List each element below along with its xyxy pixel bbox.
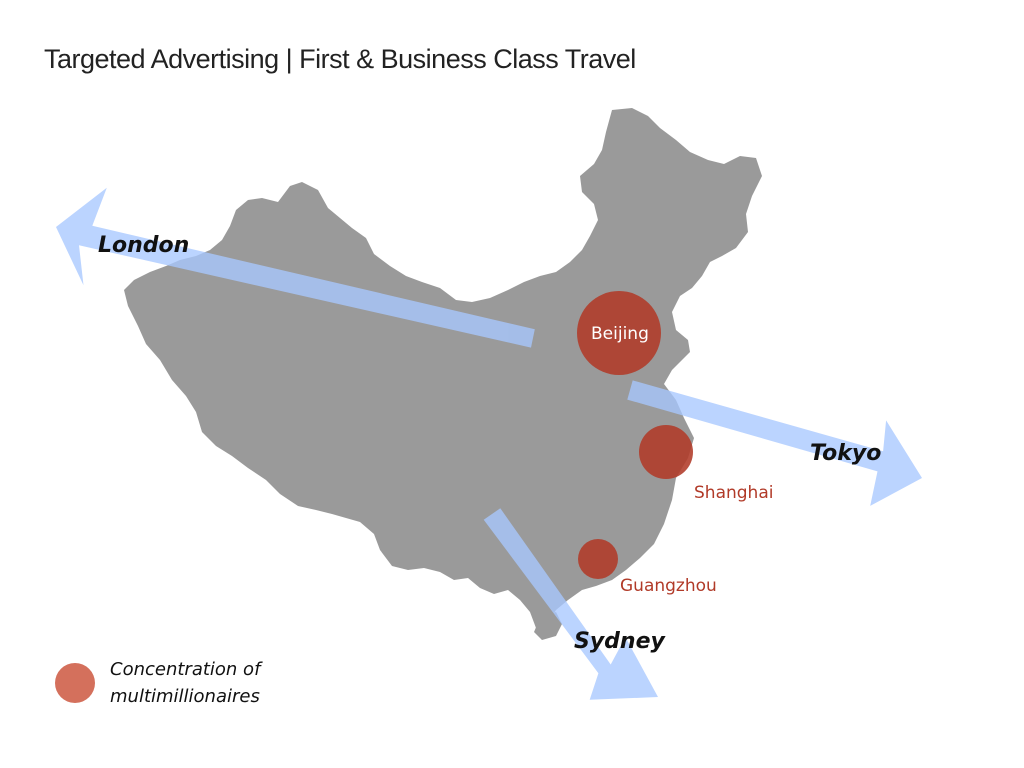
route-arrow-london: [56, 187, 535, 348]
city-label-shanghai: Shanghai: [694, 483, 773, 503]
legend: Concentration of multimillionaires: [55, 656, 260, 710]
slide-title: Targeted Advertising | First & Business …: [44, 44, 636, 74]
route-arrow-tokyo: [627, 380, 922, 506]
china-landmass: [124, 108, 762, 640]
city-label-beijing: Beijing: [591, 324, 649, 344]
route-label-tokyo: Tokyo: [810, 441, 881, 466]
hainan-island: [534, 612, 562, 640]
legend-line-1: Concentration of: [110, 659, 261, 680]
route-arrow-sydney: [483, 508, 658, 700]
route-label-sydney: Sydney: [574, 629, 667, 654]
beijing-marker: [577, 291, 661, 375]
guangzhou-marker: [578, 539, 618, 579]
legend-text: Concentration of multimillionaires: [110, 656, 260, 710]
legend-line-2: multimillionaires: [110, 686, 260, 707]
city-label-guangzhou: Guangzhou: [620, 576, 717, 596]
shanghai-marker: [639, 425, 693, 479]
legend-marker-icon: [55, 663, 95, 703]
route-label-london: London: [98, 233, 189, 258]
